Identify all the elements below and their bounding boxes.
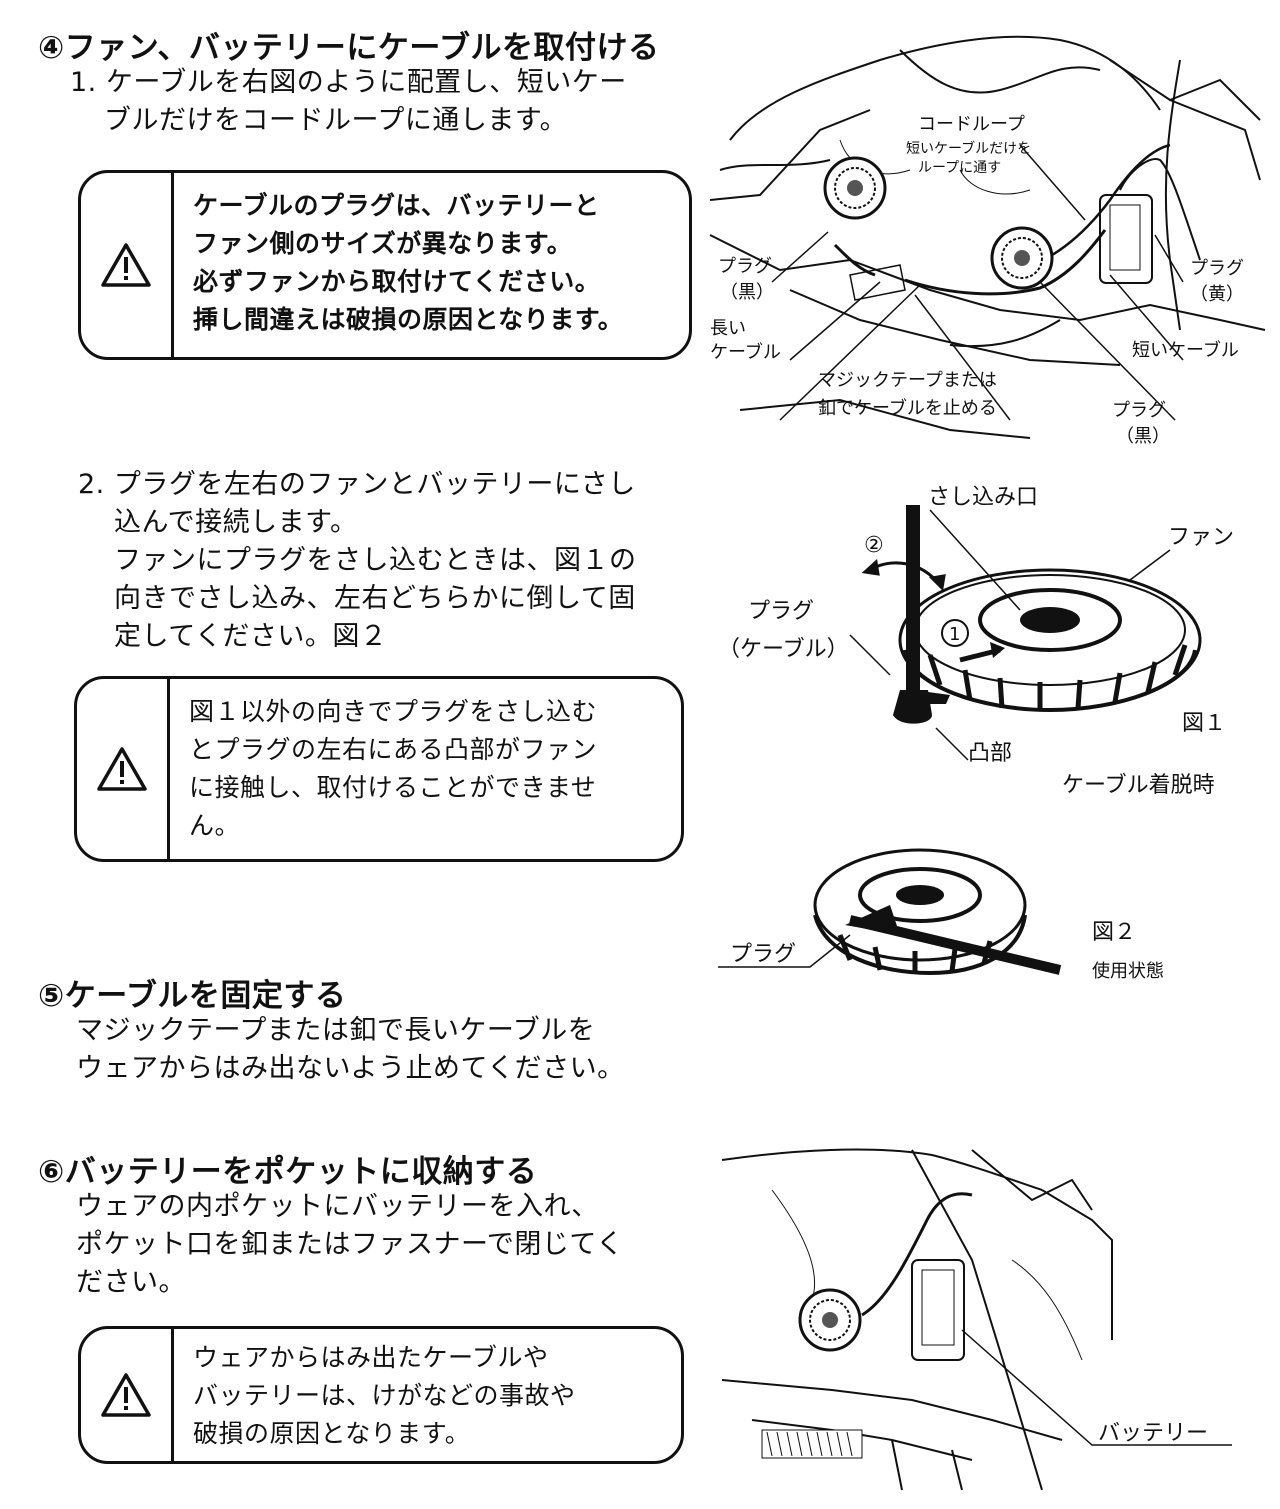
section-5-heading: ⑤ケーブルを固定する (38, 978, 347, 1014)
warning-box-protrusion: ウェアからはみ出たケーブルや バッテリーは、けがなどの事故や 破損の原因となりま… (78, 1326, 684, 1464)
warning-line: ファン側のサイズが異なります。 (193, 229, 573, 258)
step-1-line-2: ブルだけをコードループに通します。 (104, 105, 568, 136)
label-plug-black-left-1: プラグ (718, 256, 772, 277)
section-4-heading: ④ファン、バッテリーにケーブルを取付ける (38, 30, 660, 66)
figure-battery-pocket: バッテリー (721, 1148, 1232, 1491)
jacket-drawing (721, 1148, 1113, 1491)
label-bump: 凸部 (968, 741, 1012, 766)
warning-line: ウェアからはみ出たケーブルや (193, 1343, 549, 1372)
figure-2-usage-state: プラグ 図２ 使用状態 (718, 848, 1164, 982)
figure-1-label: 図１ (1182, 711, 1226, 736)
label-plug-cable-2: （ケーブル） (718, 637, 849, 662)
warning-line: バッテリーは、けがなどの事故や (193, 1381, 576, 1410)
step-1-line-1: 1. ケーブルを右図のように配置し、短いケー (70, 67, 627, 98)
label-plug-black-left-2: （黒） (720, 282, 774, 303)
label-plug-black-right-2: （黒） (1116, 426, 1170, 447)
warning-text-plug-direction: 図１以外の向きでプラグをさし込む とプラグの左右にある凸部がファン に接触し、取… (189, 693, 597, 845)
label-plug-yellow-1: プラグ (1190, 258, 1244, 279)
step-2-line: 込んで接続します。 (114, 507, 358, 538)
cable-labels: コードループ 短いケーブルだけを ループに通す プラグ （黒） 長い ケーブル … (710, 114, 1244, 447)
warning-box-plug-size: ケーブルのプラグは、バッテリーと ファン側のサイズが異なります。 必ずファンから… (78, 170, 692, 360)
label-short-cable: 短いケーブル (1132, 339, 1239, 361)
section-6-text: ウェアの内ポケットにバッテリーを入れ、 ポケット口を釦またはファスナーで閉じてく… (76, 1188, 624, 1302)
jacket-drawing (709, 35, 1266, 439)
label-cord-loop-note-2: ループに通す (918, 160, 1001, 176)
figure-cable-layout: コードループ 短いケーブルだけを ループに通す プラグ （黒） 長い ケーブル … (709, 35, 1266, 447)
section-6-heading: ⑥バッテリーをポケットに収納する (38, 1154, 538, 1190)
label-tape-note-2: 釦でケーブルを止める (818, 397, 997, 419)
label-tape-note-1: マジックテープまたは (818, 370, 997, 391)
step-1-text: 1. ケーブルを右図のように配置し、短いケー ブルだけをコードループに通します。 (70, 64, 627, 140)
leader-line (718, 934, 851, 968)
warning-line: ん。 (189, 811, 241, 840)
warning-triangle-icon (97, 747, 147, 791)
label-plug-black-right-1: プラグ (1112, 400, 1166, 421)
warning-triangle-icon (101, 1373, 151, 1417)
leader-lines (771, 144, 1184, 421)
label-plug: プラグ (730, 942, 796, 967)
label-cord-loop: コードループ (918, 114, 1025, 135)
step-2-text: 2. プラグを左右のファンとバッテリーにさし 込んで接続します。 ファンにプラグ… (78, 466, 637, 656)
fan-drawing (898, 568, 1202, 713)
insert-arrowhead-icon (990, 642, 1005, 658)
leader-line (961, 1329, 1232, 1446)
fan-drawing (798, 1288, 862, 1352)
rotation-arrow-icon (861, 559, 946, 592)
warning-line: 破損の原因となります。 (193, 1419, 471, 1448)
section-5-line: マジックテープまたは釦で長いケーブルを (76, 1015, 596, 1046)
label-patch-drawing (761, 1429, 863, 1459)
fan-right-drawing (990, 226, 1054, 290)
warning-text-protrusion: ウェアからはみ出たケーブルや バッテリーは、けがなどの事故や 破損の原因となりま… (193, 1339, 576, 1453)
section-6-line: ポケット口を釦またはファスナーで閉じてく (76, 1229, 624, 1260)
warning-triangle-icon (101, 243, 151, 287)
section-5-line: ウェアからはみ出ないよう止めてください。 (76, 1053, 625, 1084)
figure-1-caption: ケーブル着脱時 (1062, 773, 1215, 798)
warning-line: ケーブルのプラグは、バッテリーと (193, 191, 600, 220)
figure-1-labels: さし込み口 ファン ② 1 プラグ （ケーブル） 凸部 図１ ケーブル着脱時 (718, 485, 1234, 798)
fan-left-drawing (823, 156, 887, 220)
warning-icon-cell (77, 679, 170, 859)
section-5-text: マジックテープまたは釦で長いケーブルを ウェアからはみ出ないよう止めてください。 (76, 1012, 625, 1088)
step-2-line: ファンにプラグをさし込むときは、図１の (114, 545, 637, 576)
label-plug-yellow-2: （黄） (1190, 284, 1244, 305)
warning-icon-cell (81, 173, 174, 357)
section-6-line: ださい。 (76, 1267, 186, 1298)
step-1-marker: 1 (949, 624, 960, 645)
step-1-circle-icon (941, 619, 969, 647)
warning-line: に接触し、取付けることができませ (189, 773, 597, 802)
warning-text-plug-size: ケーブルのプラグは、バッテリーと ファン側のサイズが異なります。 必ずファンから… (193, 187, 623, 339)
figure-1-plug-insertion: さし込み口 ファン ② 1 プラグ （ケーブル） 凸部 図１ ケーブル着脱時 (718, 485, 1234, 798)
label-cord-loop-note-1: 短いケーブルだけを (906, 140, 1031, 157)
step-2-line: 定してください。図２ (114, 621, 388, 652)
warning-line: 図１以外の向きでプラグをさし込む (189, 697, 598, 726)
label-battery: バッテリー (1098, 1421, 1208, 1446)
label-long-cable-1: 長い (710, 318, 746, 339)
label-insert-slot: さし込み口 (928, 485, 1038, 510)
warning-icon-cell (81, 1329, 174, 1461)
warning-line: 挿し間違えは破損の原因となります。 (193, 305, 624, 334)
step-2-marker: ② (864, 533, 884, 558)
figure-2-label: 図２ (1092, 920, 1136, 945)
fan-drawing (813, 848, 1027, 976)
label-plug-cable-1: プラグ (748, 599, 814, 624)
plug-body-drawing (845, 905, 900, 935)
leader-lines (849, 509, 1171, 761)
warning-box-plug-direction: 図１以外の向きでプラグをさし込む とプラグの左右にある凸部がファン に接触し、取… (74, 676, 684, 862)
label-fan: ファン (1168, 525, 1234, 550)
warning-line: 必ずファンから取付けてください。 (193, 267, 601, 296)
section-6-line: ウェアの内ポケットにバッテリーを入れ、 (76, 1191, 599, 1222)
plug-drawing (893, 505, 950, 724)
label-long-cable-2: ケーブル (710, 341, 781, 363)
step-2-line: 向きでさし込み、左右どちらかに倒して固 (114, 583, 636, 614)
step-2-line: 2. プラグを左右のファンとバッテリーにさし (78, 469, 636, 500)
warning-line: とプラグの左右にある凸部がファン (189, 735, 598, 764)
figure-2-caption: 使用状態 (1092, 961, 1164, 982)
